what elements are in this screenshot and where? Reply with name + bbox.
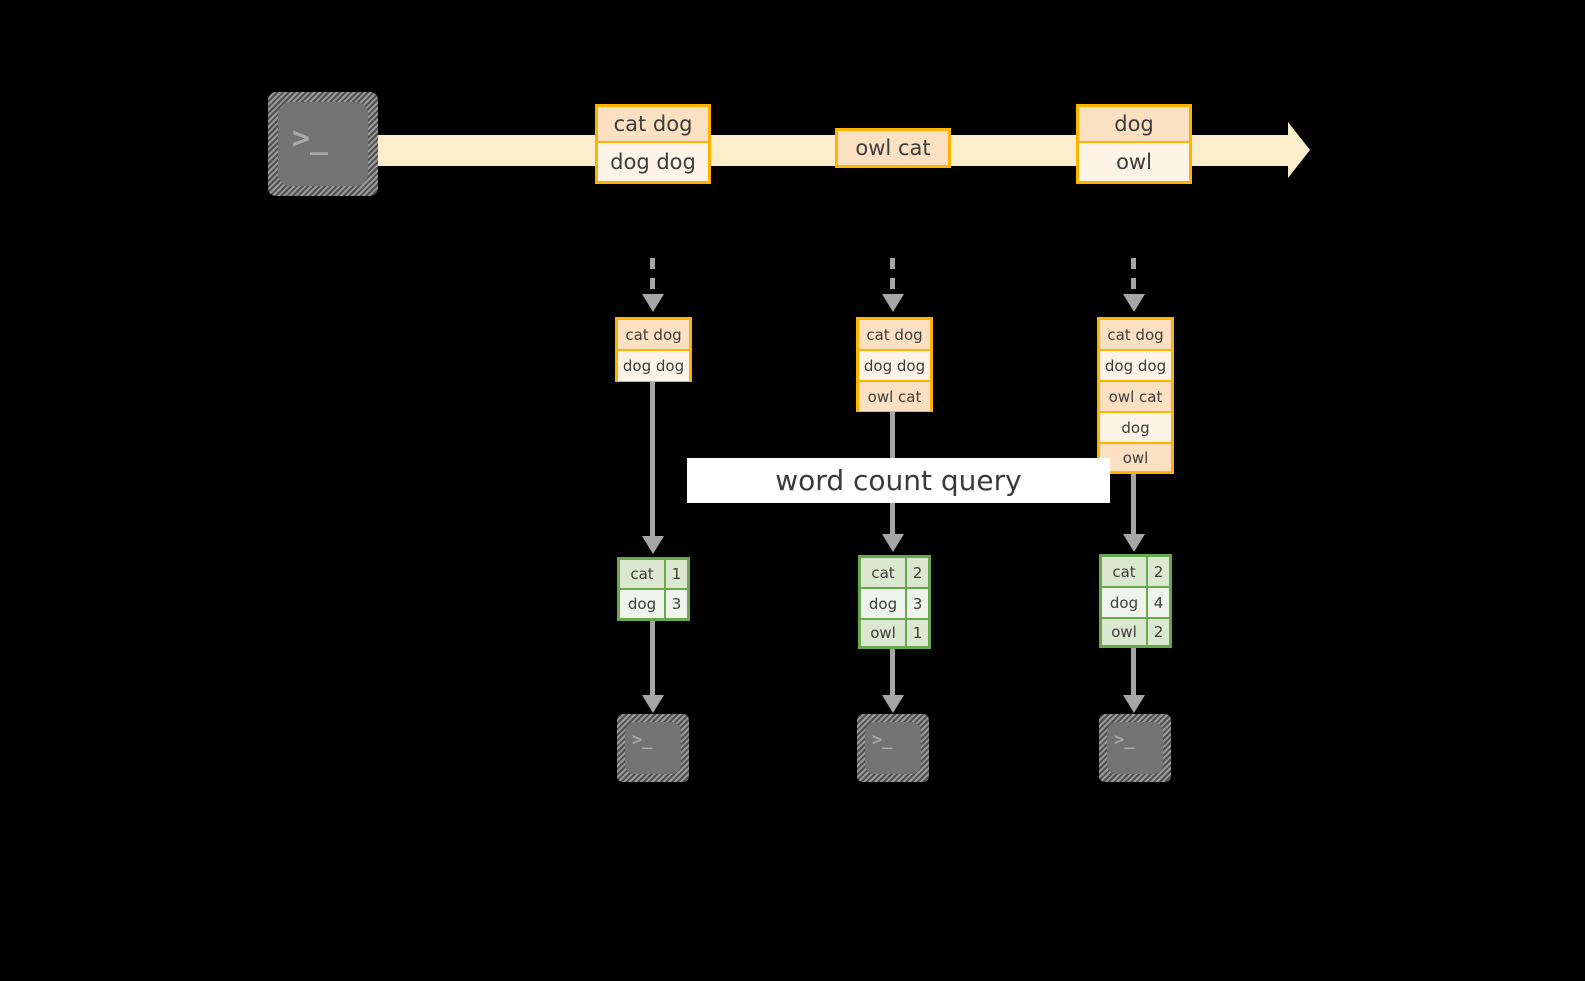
terminal-prompt-icon: >_ (872, 730, 893, 750)
accumulated-line: cat dog (1100, 320, 1171, 351)
result-count: 2 (1148, 619, 1169, 645)
snapshot-1-query-line (650, 382, 655, 540)
result-row: owl 2 (1102, 619, 1169, 645)
accumulated-line: owl (1100, 444, 1171, 471)
result-word: cat (861, 558, 907, 587)
result-count: 3 (907, 589, 928, 618)
result-count: 1 (907, 620, 928, 646)
result-count: 3 (666, 590, 687, 618)
snapshot-2-sink-arrowhead (882, 695, 904, 713)
stream-record-2[interactable]: owl cat (835, 128, 951, 168)
terminal-prompt-icon: >_ (632, 730, 653, 750)
accumulated-line: dog dog (1100, 351, 1171, 382)
snapshot-1-sink-line (650, 621, 655, 699)
snapshot-3-tap-arrowhead (1123, 294, 1145, 312)
sink-terminal-screen: >_ (1107, 722, 1163, 774)
stream-record-1[interactable]: cat dog dog dog (595, 104, 711, 184)
snapshot-2-tap-arrowhead (882, 294, 904, 312)
result-row: owl 1 (861, 620, 928, 646)
stream-record-line: cat dog (598, 107, 708, 143)
result-count: 2 (1148, 557, 1169, 586)
result-word: cat (1102, 557, 1148, 586)
result-row: dog 4 (1102, 588, 1169, 619)
result-count: 4 (1148, 588, 1169, 617)
accumulated-line: dog dog (859, 351, 930, 382)
stream-record-line: dog (1079, 107, 1189, 143)
accumulated-line: cat dog (618, 320, 689, 351)
accumulated-line: cat dog (859, 320, 930, 351)
snapshot-1-accumulated[interactable]: cat dog dog dog (615, 317, 692, 382)
result-row: cat 2 (1102, 557, 1169, 588)
terminal-prompt-icon: >_ (1114, 730, 1135, 750)
source-terminal-screen: >_ (278, 102, 368, 186)
result-row: cat 2 (861, 558, 928, 589)
stream-record-line: owl (1079, 143, 1189, 181)
snapshot-3-accumulated[interactable]: cat dog dog dog owl cat dog owl (1097, 317, 1174, 474)
accumulated-line: dog (1100, 413, 1171, 444)
snapshot-2-sink-line (890, 649, 895, 699)
snapshot-3-sink-terminal[interactable]: >_ (1099, 714, 1171, 782)
snapshot-3-sink-arrowhead (1123, 695, 1145, 713)
result-word: dog (1102, 588, 1148, 617)
source-terminal[interactable]: >_ (268, 92, 378, 196)
result-word: owl (861, 620, 907, 646)
snapshot-3-result-table[interactable]: cat 2 dog 4 owl 2 (1099, 554, 1172, 648)
sink-terminal-screen: >_ (625, 722, 681, 774)
snapshot-1-sink-arrowhead (642, 695, 664, 713)
snapshot-3-query-line (1131, 474, 1136, 538)
query-banner: word count query (687, 458, 1110, 503)
snapshot-3-query-arrowhead (1123, 534, 1145, 552)
result-word: dog (620, 590, 666, 618)
stream-record-line: dog dog (598, 143, 708, 181)
result-word: cat (620, 560, 666, 588)
result-count: 1 (666, 560, 687, 588)
result-row: dog 3 (861, 589, 928, 620)
snapshot-2-sink-terminal[interactable]: >_ (857, 714, 929, 782)
stream-record-3[interactable]: dog owl (1076, 104, 1192, 184)
snapshot-2-result-table[interactable]: cat 2 dog 3 owl 1 (858, 555, 931, 649)
sink-terminal-screen: >_ (865, 722, 921, 774)
snapshot-3-sink-line (1131, 648, 1136, 699)
result-word: owl (1102, 619, 1148, 645)
snapshot-1-tap-line (650, 258, 655, 296)
accumulated-line: owl cat (1100, 382, 1171, 413)
accumulated-line: dog dog (618, 351, 689, 381)
result-row: dog 3 (620, 590, 687, 618)
stream-arrowhead (1288, 122, 1310, 178)
snapshot-3-tap-line (1131, 258, 1136, 296)
snapshot-2-tap-line (890, 258, 895, 296)
snapshot-2-query-arrowhead (882, 534, 904, 552)
accumulated-line: owl cat (859, 382, 930, 411)
snapshot-1-query-arrowhead (642, 536, 664, 554)
snapshot-1-tap-arrowhead (642, 294, 664, 312)
result-count: 2 (907, 558, 928, 587)
result-row: cat 1 (620, 560, 687, 590)
stream-record-line: owl cat (838, 131, 948, 165)
snapshot-2-accumulated[interactable]: cat dog dog dog owl cat (856, 317, 933, 412)
result-word: dog (861, 589, 907, 618)
snapshot-1-result-table[interactable]: cat 1 dog 3 (617, 557, 690, 621)
terminal-prompt-icon: >_ (292, 121, 329, 156)
snapshot-1-sink-terminal[interactable]: >_ (617, 714, 689, 782)
